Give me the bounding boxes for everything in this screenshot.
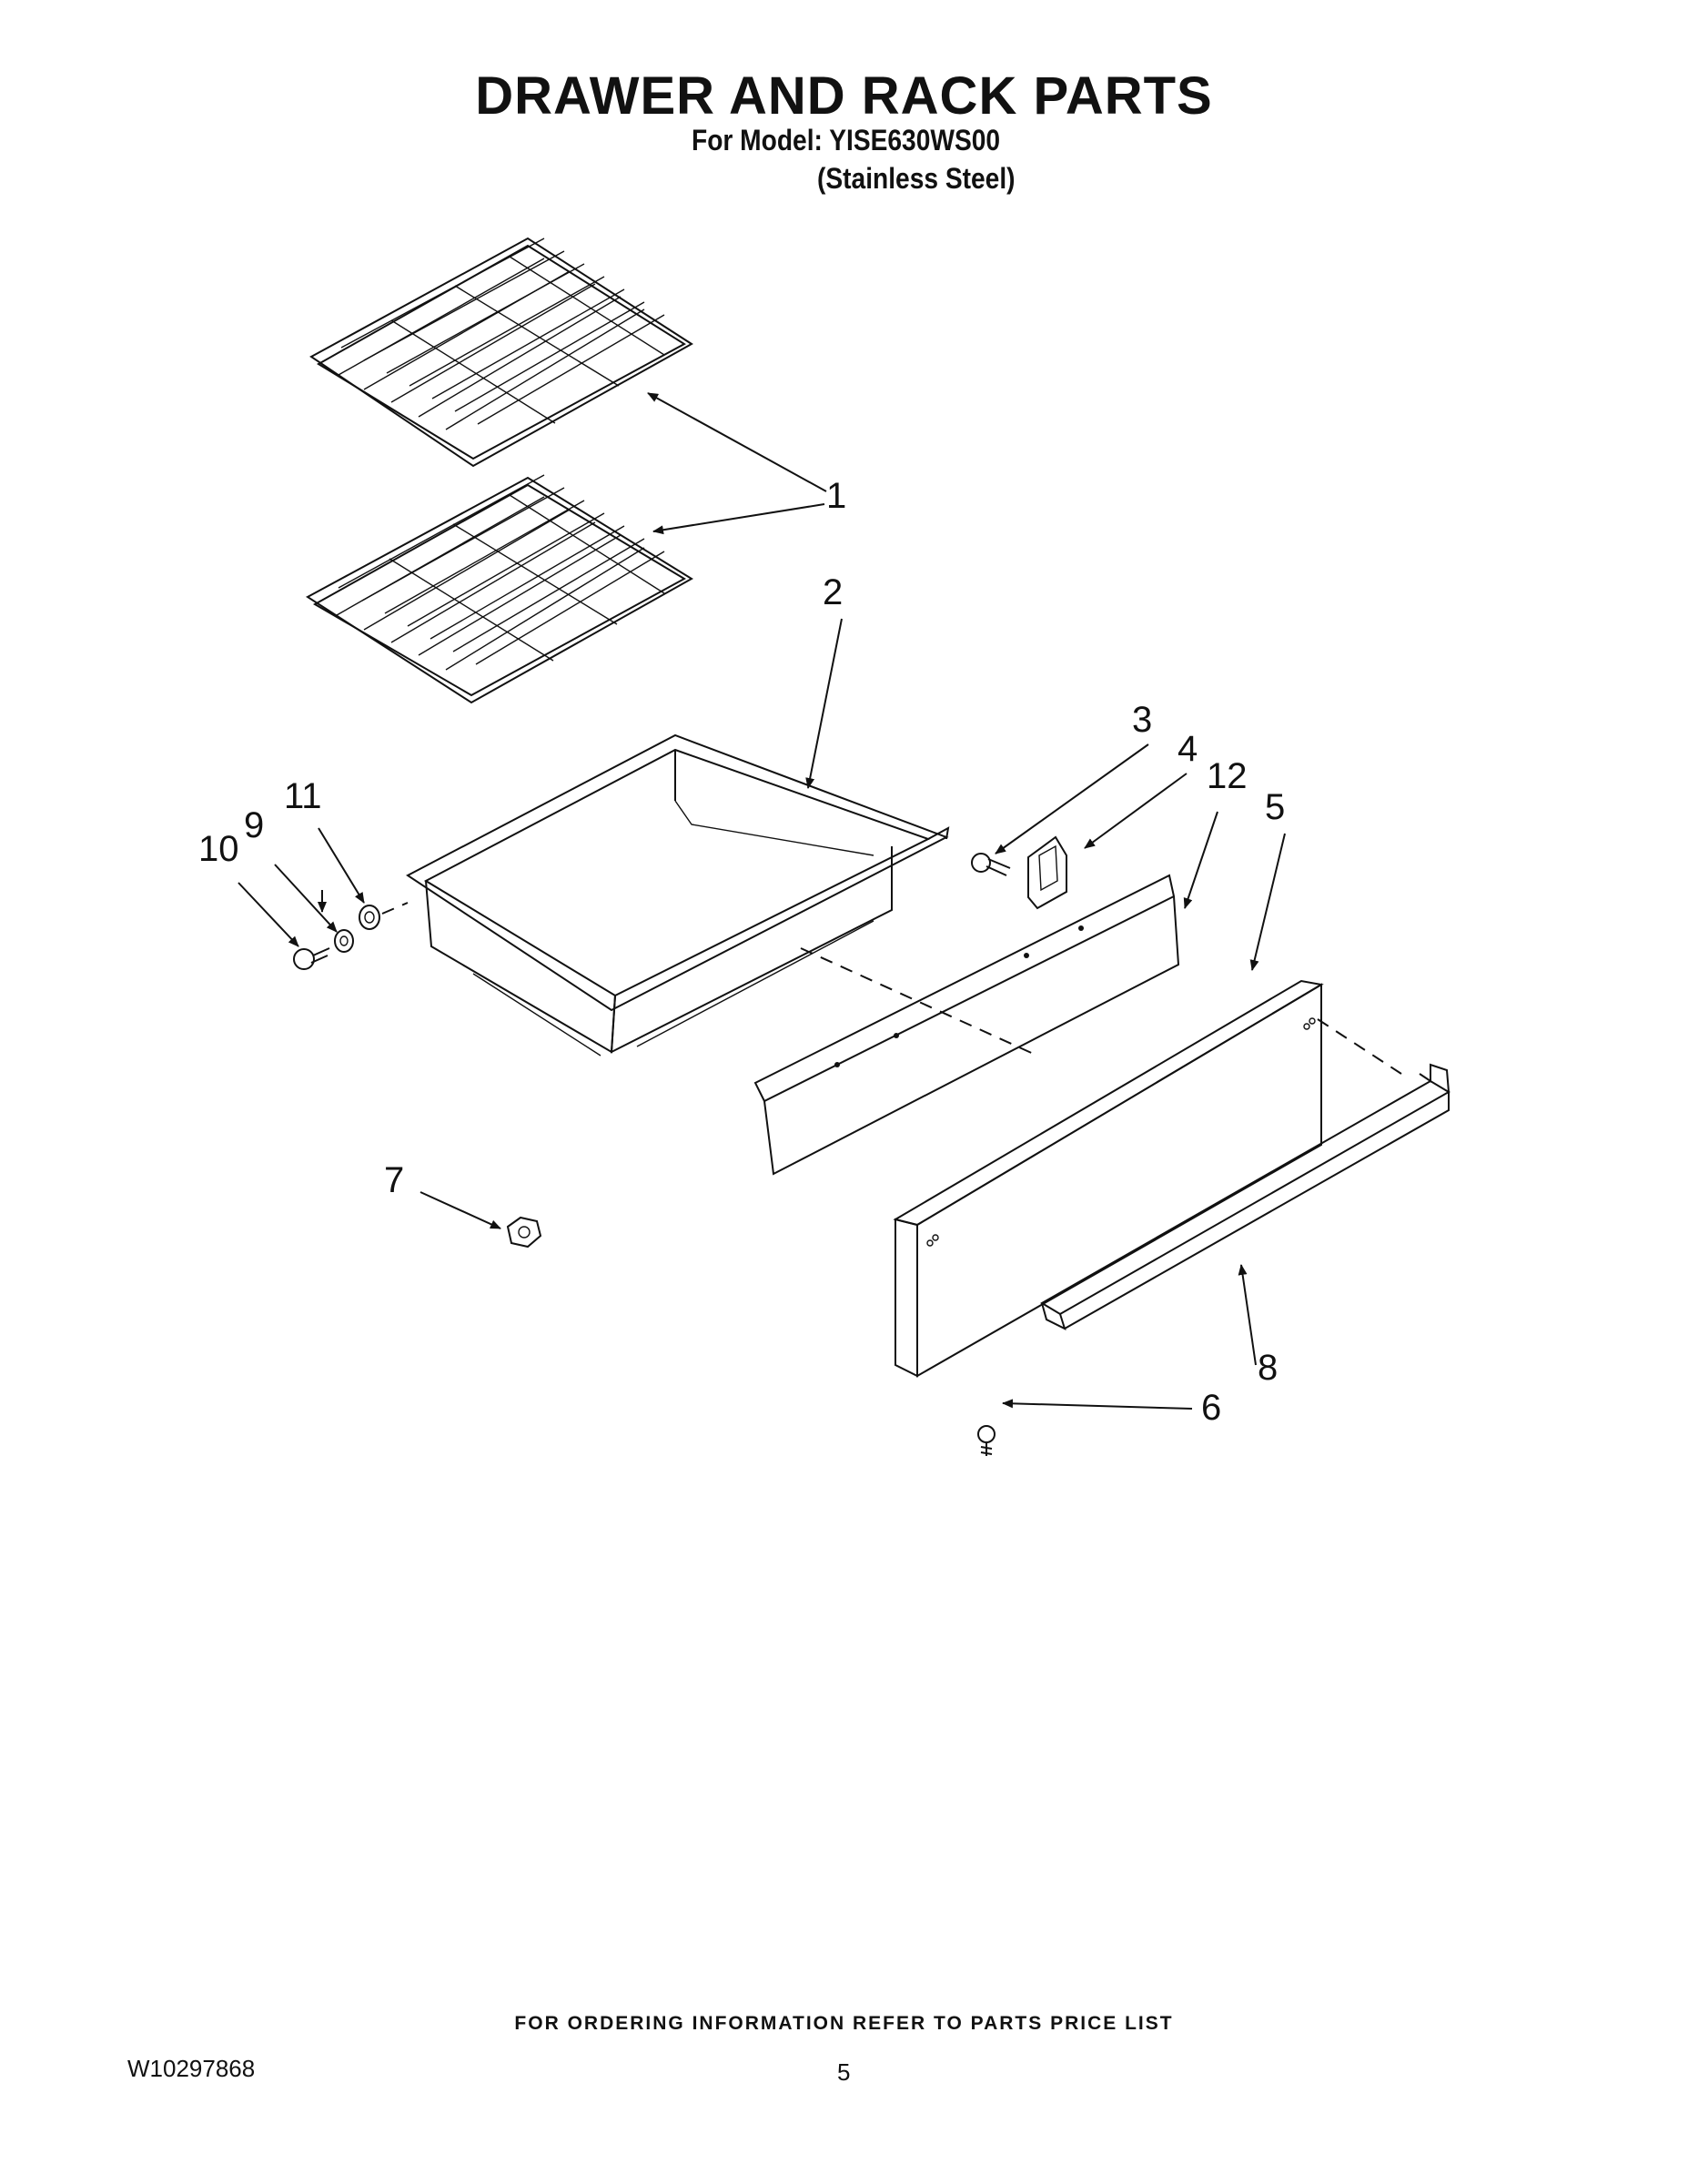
document-number: W10297868 xyxy=(127,2055,256,2082)
washer-9 xyxy=(334,929,354,953)
drawer-front-panel xyxy=(893,979,1324,1378)
drawer-body xyxy=(406,733,950,1057)
callout-11: 11 xyxy=(284,776,322,816)
assembly-line-drawer xyxy=(800,947,1038,1057)
model-number: For Model: YISE630WS00 xyxy=(692,124,1001,157)
leader-lines xyxy=(238,392,1286,1410)
assembly-line-roller xyxy=(381,902,409,915)
roller-11 xyxy=(359,905,380,930)
drawer-handle xyxy=(1040,1063,1450,1330)
screw-3 xyxy=(971,853,1011,876)
callout-9: 9 xyxy=(244,805,264,845)
callout-10: 10 xyxy=(198,829,239,869)
callout-2: 2 xyxy=(823,572,843,612)
callout-1: 1 xyxy=(826,476,846,516)
page-number: 5 xyxy=(837,2058,851,2086)
callout-6: 6 xyxy=(1201,1388,1221,1428)
oven-rack-upper xyxy=(309,237,693,468)
screw-10 xyxy=(293,947,330,970)
callout-7: 7 xyxy=(384,1160,404,1200)
drawer-front-support xyxy=(753,874,1180,1176)
assembly-line-handle xyxy=(1317,1018,1402,1075)
callout-3: 3 xyxy=(1132,700,1152,740)
callout-5: 5 xyxy=(1265,787,1285,827)
callout-12: 12 xyxy=(1207,756,1248,796)
callout-4: 4 xyxy=(1178,729,1198,769)
page-title: DRAWER AND RACK PARTS xyxy=(475,66,1213,126)
finish-label: (Stainless Steel) xyxy=(817,162,1016,195)
ordering-note: FOR ORDERING INFORMATION REFER TO PARTS … xyxy=(514,2013,1174,2034)
oven-rack-lower xyxy=(306,474,693,704)
clip-4 xyxy=(1027,835,1067,910)
callout-8: 8 xyxy=(1258,1348,1278,1388)
screw-6 xyxy=(977,1425,996,1456)
nut-7 xyxy=(506,1216,542,1249)
